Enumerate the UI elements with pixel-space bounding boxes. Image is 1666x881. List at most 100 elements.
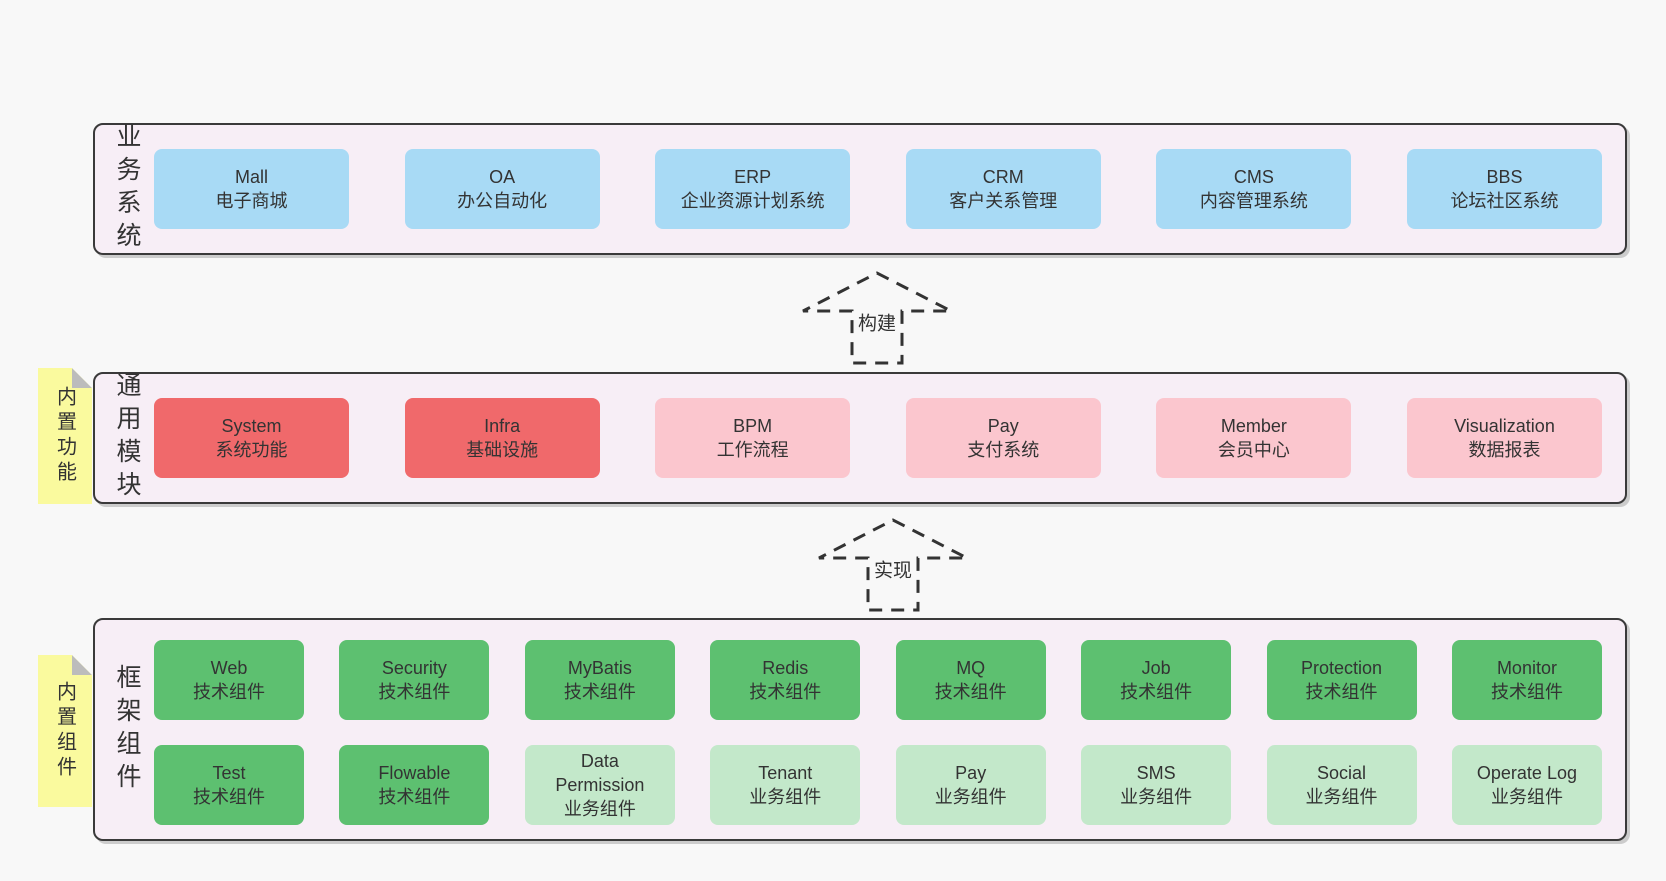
up-arrow-icon (818, 518, 968, 612)
box-bbs: BBS 论坛社区系统 (1406, 149, 1602, 229)
band-framework-components: 框架组件 Web 技术组件 Security 技术组件 MyBatis 技术组件… (93, 618, 1627, 841)
box-infra: Infra 基础设施 (404, 398, 600, 478)
box-subtitle: 技术组件 (563, 682, 636, 702)
box-title: CRM (982, 166, 1024, 187)
box-subtitle: 电子商城 (215, 191, 288, 211)
box-monitor: Monitor 技术组件 (1451, 640, 1602, 720)
build-arrow-label: 构建 (854, 307, 900, 337)
box-subtitle: 数据报表 (1468, 440, 1541, 460)
sticky-note-builtin-components: 内置组件 (38, 655, 92, 807)
box-subtitle: 业务组件 (1120, 787, 1193, 807)
box-title: Monitor (1496, 657, 1557, 678)
box-visualization: Visualization 数据报表 (1406, 398, 1602, 478)
box-bpm: BPM 工作流程 (655, 398, 851, 478)
components-row-1: Web 技术组件 Security 技术组件 MyBatis 技术组件 Redi… (154, 640, 1602, 720)
box-subtitle: 技术组件 (193, 682, 265, 702)
box-title: Flowable (378, 762, 451, 783)
box-title: BBS (1486, 166, 1523, 187)
box-subtitle: 技术组件 (378, 787, 451, 807)
box-title: SMS (1136, 762, 1176, 783)
box-title: MyBatis (567, 657, 632, 678)
sticky-note-builtin-features: 内置功能 (38, 368, 92, 504)
band-modules-label: 通用模块 (113, 372, 141, 504)
box-title: Member (1220, 415, 1287, 436)
box-subtitle: 技术组件 (378, 682, 451, 702)
box-title: Tenant (758, 762, 813, 783)
box-sms: SMS 业务组件 (1081, 745, 1232, 825)
box-subtitle: 业务组件 (563, 799, 636, 820)
box-title: Infra (484, 415, 521, 436)
box-subtitle: 业务组件 (749, 787, 822, 807)
box-subtitle: 业务组件 (1305, 787, 1378, 807)
box-title: Data Permission (555, 750, 645, 795)
box-title: BPM (733, 415, 773, 436)
box-subtitle: 技术组件 (749, 682, 822, 702)
box-title: CMS (1233, 166, 1274, 187)
box-subtitle: 技术组件 (193, 787, 265, 807)
box-mall: Mall 电子商城 (154, 149, 349, 229)
box-erp: ERP 企业资源计划系统 (655, 149, 851, 229)
box-web: Web 技术组件 (154, 640, 304, 720)
box-subtitle: 业务组件 (1490, 787, 1563, 807)
box-social: Social 业务组件 (1266, 745, 1417, 825)
box-subtitle: 技术组件 (934, 682, 1007, 702)
build-arrow: 构建 (799, 270, 955, 366)
box-title: Job (1141, 657, 1171, 678)
box-test: Test 技术组件 (154, 745, 304, 825)
box-subtitle: 技术组件 (1120, 682, 1193, 702)
box-pay-module: Pay 支付系统 (905, 398, 1101, 478)
box-title: Visualization (1454, 415, 1555, 436)
band-components-label: 框架组件 (113, 663, 141, 796)
box-subtitle: 工作流程 (716, 440, 789, 460)
folded-corner-icon (72, 368, 92, 388)
box-subtitle: 客户关系管理 (949, 191, 1058, 211)
box-title: OA (489, 166, 516, 187)
box-job: Job 技术组件 (1081, 640, 1232, 720)
box-title: Mall (234, 166, 268, 187)
box-title: Test (212, 762, 246, 783)
sticky-note-text: 内置功能 (53, 386, 76, 486)
box-mq: MQ 技术组件 (895, 640, 1046, 720)
band-business-boxes: Mall 电子商城 OA 办公自动化 ERP 企业资源计划系统 CRM 客户关系… (154, 125, 1602, 253)
box-title: System (221, 415, 282, 436)
box-subtitle: 办公自动化 (457, 191, 548, 211)
box-subtitle: 技术组件 (1305, 682, 1378, 702)
box-subtitle: 技术组件 (1490, 682, 1563, 702)
box-title: Security (381, 657, 447, 678)
box-title: Pay (955, 762, 987, 783)
box-title: Operate Log (1476, 762, 1577, 783)
implement-arrow-label: 实现 (870, 554, 916, 584)
box-subtitle: 业务组件 (934, 787, 1007, 807)
band-common-modules: 通用模块 System 系统功能 Infra 基础设施 BPM 工作流程 Pay… (93, 372, 1627, 504)
box-title: Pay (987, 415, 1019, 436)
box-title: Web (210, 657, 248, 678)
box-title: Social (1317, 762, 1367, 783)
box-data-permission: Data Permission 业务组件 (524, 745, 675, 825)
box-subtitle: 论坛社区系统 (1450, 191, 1559, 211)
box-flowable: Flowable 技术组件 (339, 745, 490, 825)
box-subtitle: 企业资源计划系统 (680, 191, 825, 211)
box-oa: OA 办公自动化 (404, 149, 600, 229)
band-business-label: 业务系统 (113, 123, 141, 255)
box-mybatis: MyBatis 技术组件 (524, 640, 675, 720)
box-subtitle: 支付系统 (967, 440, 1040, 460)
implement-arrow: 实现 (815, 517, 971, 613)
box-redis: Redis 技术组件 (710, 640, 861, 720)
box-cms: CMS 内容管理系统 (1156, 149, 1352, 229)
box-subtitle: 会员中心 (1217, 440, 1290, 460)
up-arrow-icon (802, 271, 952, 365)
box-crm: CRM 客户关系管理 (905, 149, 1101, 229)
box-tenant: Tenant 业务组件 (710, 745, 861, 825)
box-title: Redis (762, 657, 809, 678)
band-modules-boxes: System 系统功能 Infra 基础设施 BPM 工作流程 Pay 支付系统… (154, 374, 1602, 502)
box-member: Member 会员中心 (1156, 398, 1352, 478)
box-title: Protection (1301, 657, 1383, 678)
folded-corner-icon (72, 655, 92, 675)
box-subtitle: 系统功能 (215, 440, 288, 460)
box-pay-component: Pay 业务组件 (895, 745, 1046, 825)
box-title: MQ (956, 657, 986, 678)
box-system: System 系统功能 (154, 398, 349, 478)
box-title: ERP (734, 166, 772, 187)
box-operate-log: Operate Log 业务组件 (1451, 745, 1602, 825)
